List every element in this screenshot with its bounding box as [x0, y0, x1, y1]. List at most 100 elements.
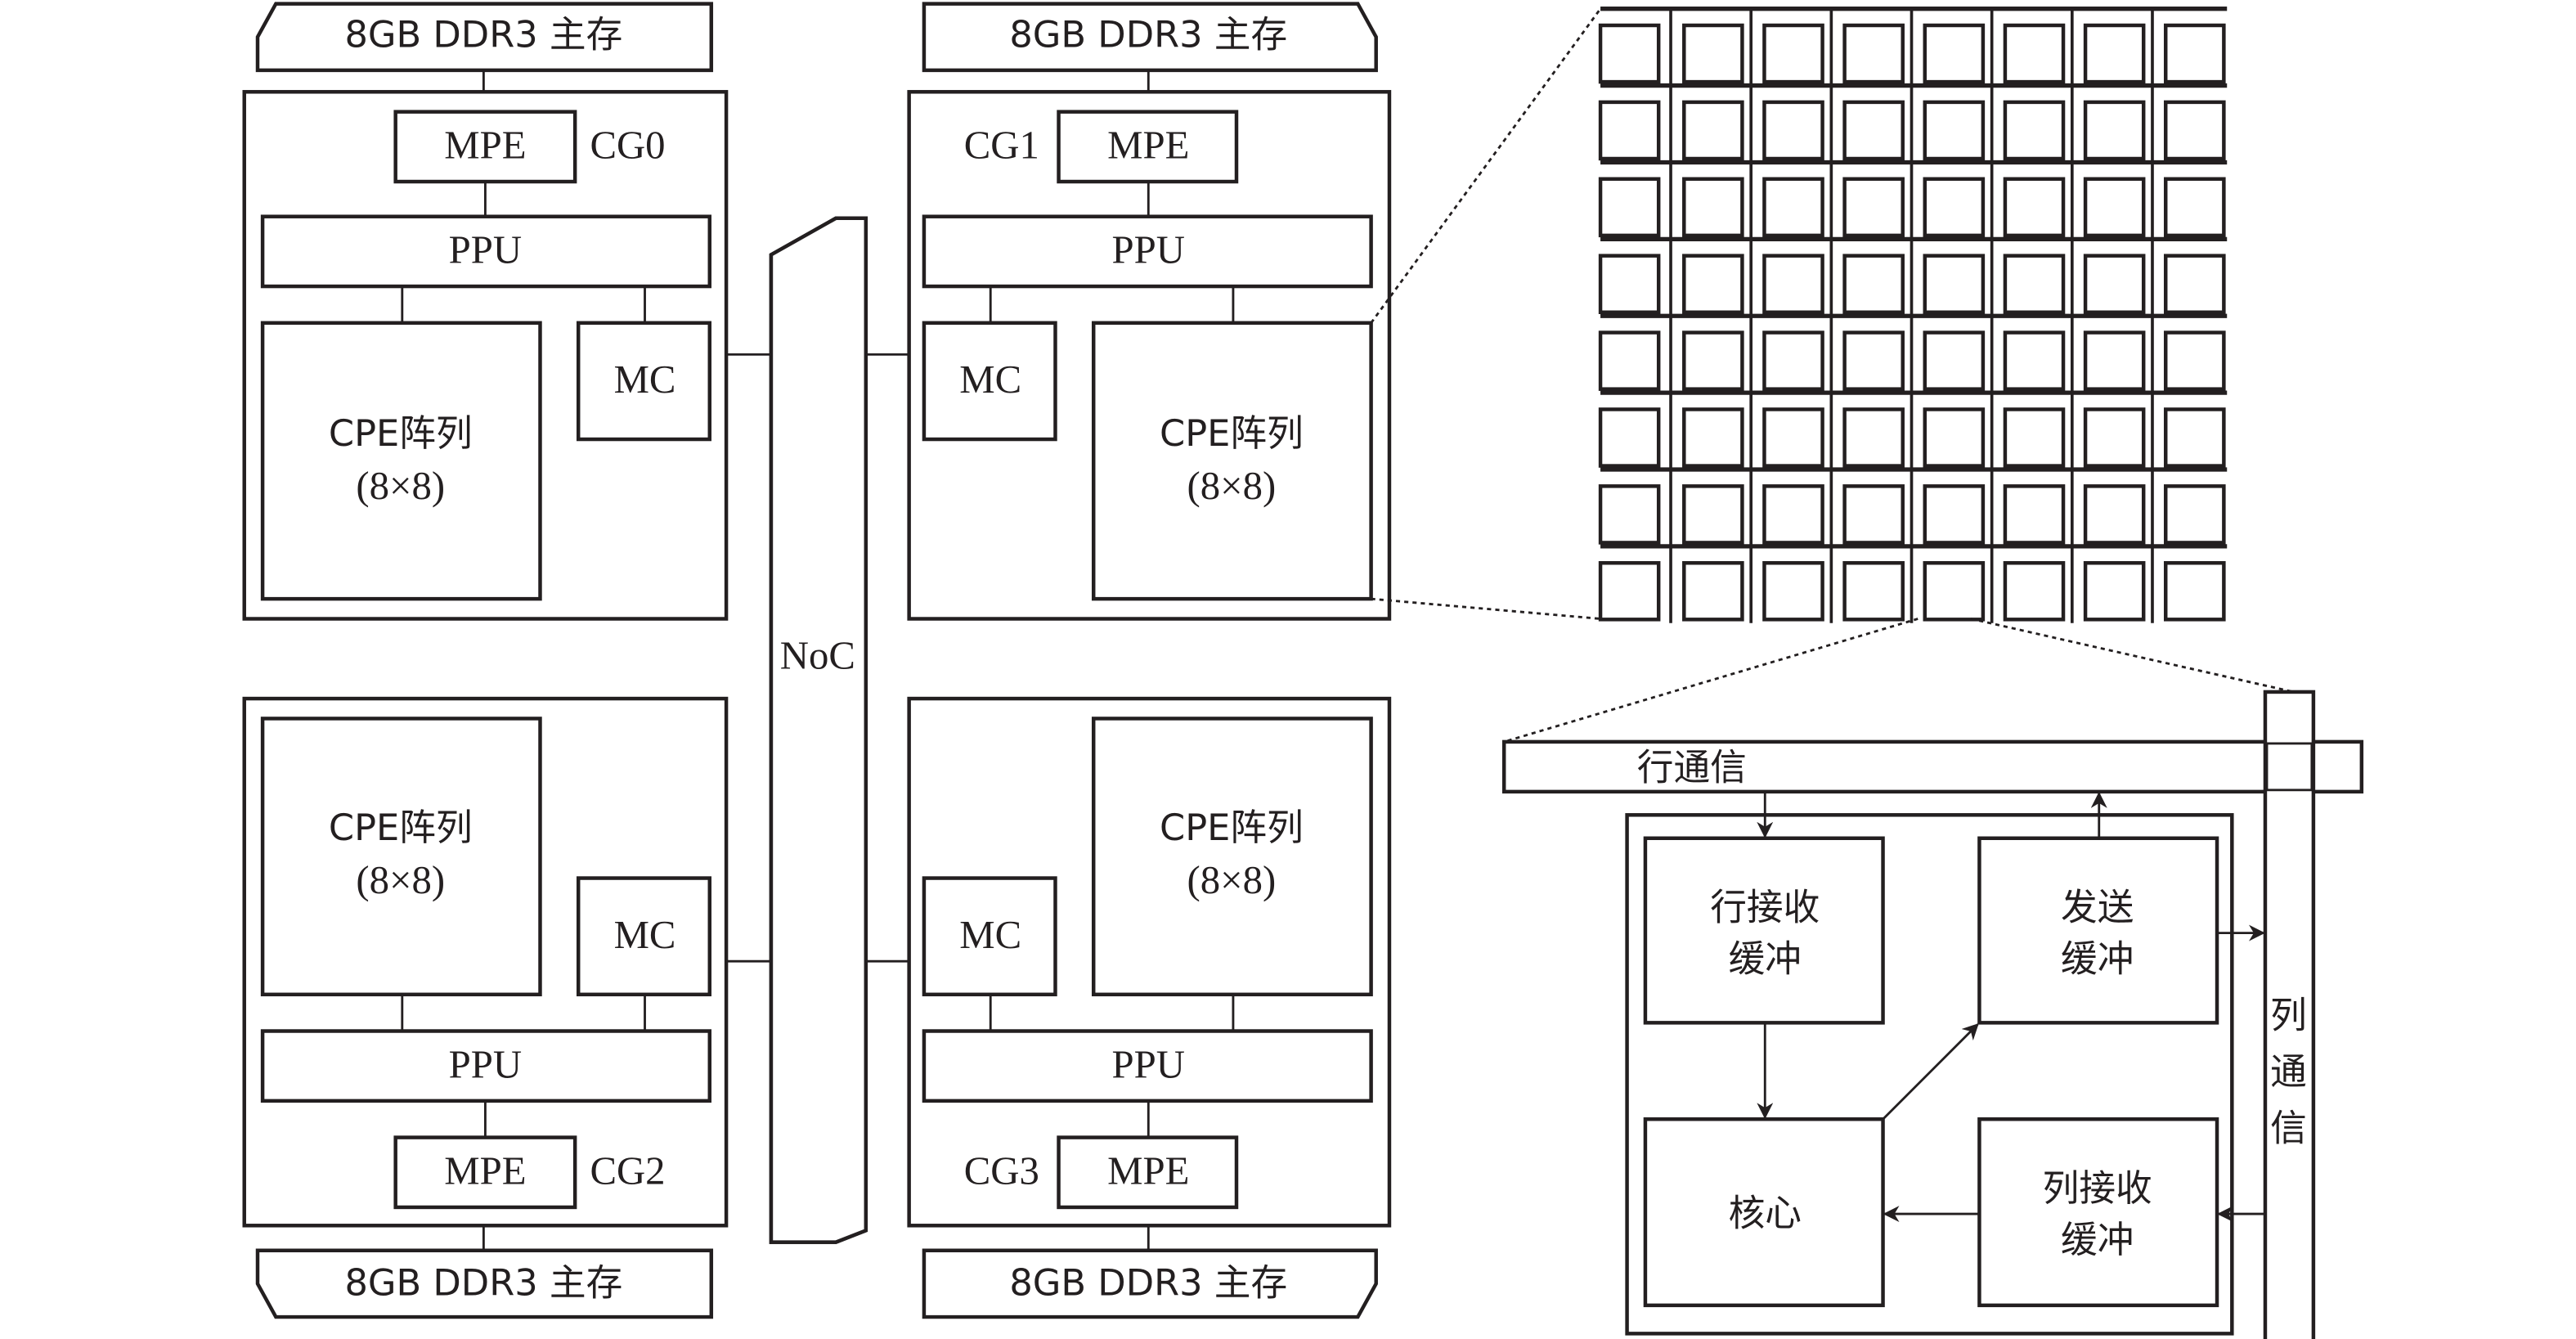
ppu-label: PPU [1112, 228, 1185, 272]
cg-label: CG1 [964, 124, 1039, 168]
cpe-cell [2083, 330, 2146, 391]
cpe-cell [1842, 177, 1905, 238]
noc: NoC [769, 216, 868, 1244]
cpe-cell [2003, 560, 2066, 622]
col-bus-label-1: 列 [2270, 994, 2307, 1036]
cpe-cell [1598, 407, 1661, 468]
cpe-cell [1598, 254, 1661, 315]
mpe-box [1057, 110, 1239, 184]
cpe-cell [2003, 177, 2066, 238]
cpe-cell [2163, 560, 2226, 622]
core-label: 核心 [1729, 1192, 1802, 1234]
memory-cg3: 8GB DDR3 主存 [922, 1248, 1378, 1319]
ppu-label: PPU [1112, 1042, 1185, 1086]
ppu-label: PPU [449, 1042, 522, 1086]
ppu-box [922, 1029, 1373, 1103]
cpe-array-box [1091, 717, 1373, 997]
cpe-cell [1923, 23, 1986, 84]
cpe-size: (8×8) [1187, 858, 1277, 902]
cpe-cell [2003, 23, 2066, 84]
core-box [1643, 1117, 1885, 1308]
cpe-cell [1682, 407, 1744, 468]
row-recv-label-1: 行接收 [1710, 886, 1820, 928]
cg-label: CG3 [964, 1148, 1039, 1193]
cpe-cell [1762, 254, 1824, 315]
cpe-cell [1682, 254, 1744, 315]
memory-cg0: 8GB DDR3 主存 [255, 2, 714, 73]
ppu-box [260, 1029, 712, 1103]
cpe-cell [1842, 254, 1905, 315]
cpe-cell [1923, 100, 1986, 161]
cpe-cell [2163, 330, 2226, 391]
mc-box [922, 876, 1057, 997]
row-recv-buffer [1643, 836, 1885, 1025]
cpe-cell [1762, 177, 1824, 238]
mpe-label: MPE [444, 124, 526, 168]
ppu-label: PPU [449, 228, 522, 272]
core-group-cg0: MPE CG0 PPU CPE阵列 (8×8) MC [242, 90, 729, 621]
mc-label: MC [614, 357, 676, 402]
cpe-cell [1762, 484, 1824, 545]
cpe-cell [1598, 560, 1661, 622]
cpe-cell [1682, 23, 1744, 84]
cpe-cell [1598, 330, 1661, 391]
cpe-cell [2083, 100, 2146, 161]
cpe-cell [1598, 23, 1661, 84]
cpe-cell [1762, 560, 1824, 622]
mc-label: MC [959, 357, 1021, 402]
cpe-cell [2083, 254, 2146, 315]
cpe-cell [1923, 254, 1986, 315]
cpe-label: CPE阵列 [329, 807, 473, 849]
memory-cg2: 8GB DDR3 主存 [255, 1248, 714, 1319]
cpe-cell [1598, 177, 1661, 238]
cpe-cell [1923, 177, 1986, 238]
mpe-box [1057, 1135, 1239, 1210]
mc-label: MC [614, 913, 676, 957]
cpe-grid [1598, 7, 2228, 623]
cpe-array-box [260, 717, 542, 997]
cpe-cell [1762, 330, 1824, 391]
mpe-label: MPE [1107, 124, 1189, 168]
memory-label: 8GB DDR3 主存 [1009, 1262, 1287, 1305]
cg-label: CG2 [590, 1148, 665, 1193]
cpe-detail: 行通信 列 通 信 行接收 缓冲 发送 缓冲 核心 列接收 缓冲 [1501, 690, 2364, 1339]
ppu-box [260, 214, 712, 289]
cpe-cell [2003, 330, 2066, 391]
memory-label: 8GB DDR3 主存 [344, 13, 622, 56]
cpe-cell [1842, 484, 1905, 545]
col-bus-label-3: 信 [2270, 1108, 2307, 1150]
cpe-cell [1842, 330, 1905, 391]
row-bus [1501, 739, 2364, 794]
cpe-cell [2163, 254, 2226, 315]
col-recv-label-2: 缓冲 [2061, 1219, 2134, 1261]
cpe-cell [2163, 177, 2226, 238]
memory-cg1: 8GB DDR3 主存 [922, 2, 1378, 73]
cpe-cell [2163, 100, 2226, 161]
cpe-cell [1598, 484, 1661, 545]
send-label-2: 缓冲 [2061, 937, 2134, 980]
mc-box [576, 321, 712, 442]
core-group-cg3: CPE阵列 (8×8) MC PPU MPE CG3 [907, 696, 1392, 1228]
cpe-cell [1762, 100, 1824, 161]
cpe-cell [2003, 484, 2066, 545]
mc-box [922, 321, 1057, 442]
core-group-cg1: MPE CG1 PPU MC CPE阵列 (8×8) [907, 90, 1392, 621]
noc-label: NoC [780, 633, 855, 677]
cpe-label: CPE阵列 [1160, 412, 1304, 455]
cpe-cell [2003, 407, 2066, 468]
cpe-cell [2003, 100, 2066, 161]
cpe-array-box [1091, 321, 1373, 601]
cpe-cell [1682, 330, 1744, 391]
cpe-cell [2083, 407, 2146, 468]
cpe-cell [2083, 560, 2146, 622]
cpe-cell [1842, 23, 1905, 84]
cpe-cell [1762, 407, 1824, 468]
col-recv-label-1: 列接收 [2043, 1167, 2152, 1210]
mc-label: MC [959, 913, 1021, 957]
cpe-cell [1682, 100, 1744, 161]
ppu-box [922, 214, 1373, 289]
cpe-size: (8×8) [1187, 464, 1277, 508]
col-bus [2263, 690, 2316, 1339]
arrow-core-to-send [1882, 1022, 1979, 1121]
